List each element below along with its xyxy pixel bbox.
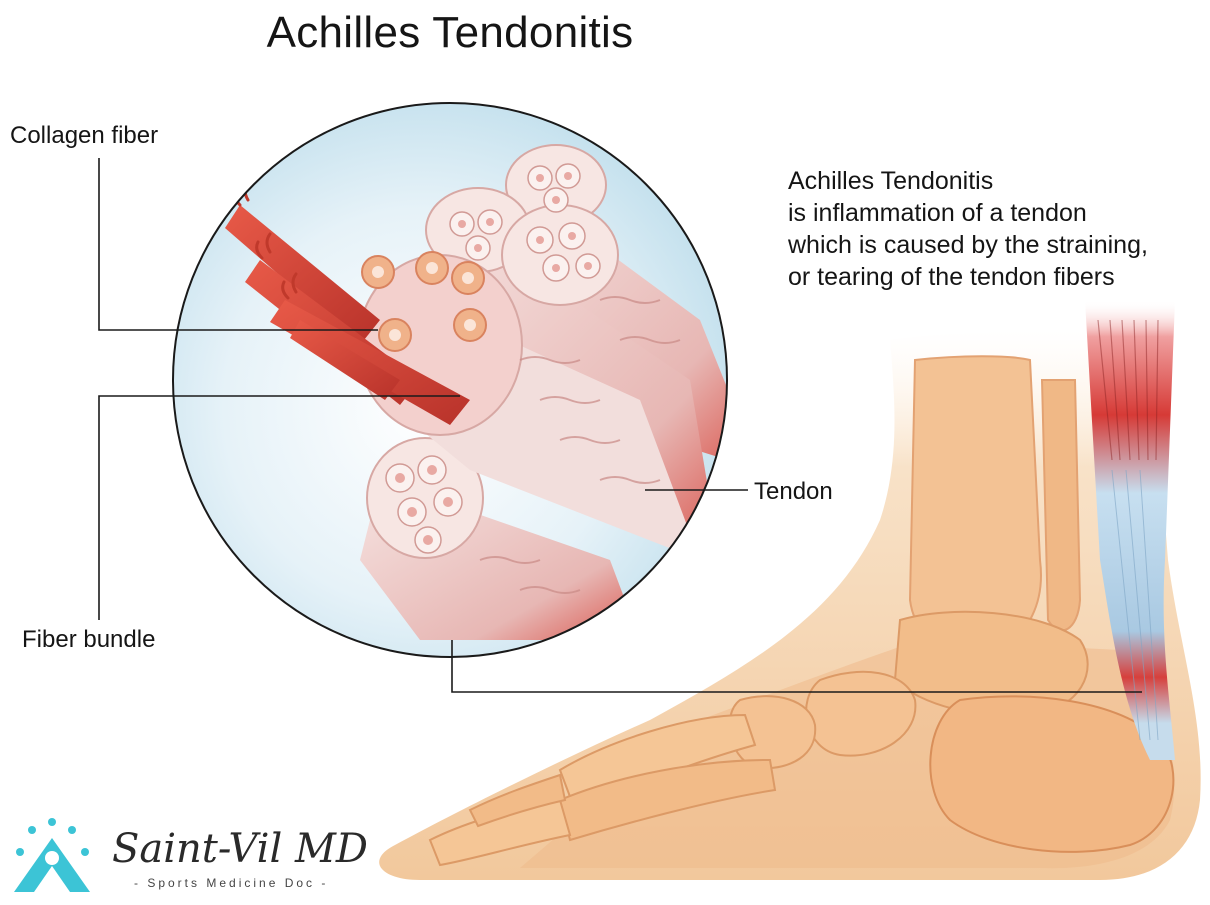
label-tendon: Tendon xyxy=(754,478,833,506)
logo-tagline: - Sports Medicine Doc - xyxy=(134,876,328,890)
label-fiber-bundle: Fiber bundle xyxy=(22,626,155,654)
page-title: Achilles Tendonitis xyxy=(0,8,900,58)
description-line: or tearing of the tendon fibers xyxy=(788,261,1208,293)
magnified-tendon-view xyxy=(173,103,760,657)
logo-mark xyxy=(14,818,90,892)
description-text: Achilles Tendonitis is inflammation of a… xyxy=(788,165,1208,293)
logo-name: Saint-Vil MD xyxy=(112,826,368,872)
description-line: is inflammation of a tendon xyxy=(788,197,1208,229)
description-line: Achilles Tendonitis xyxy=(788,165,1208,197)
description-line: which is caused by the straining, xyxy=(788,229,1208,261)
label-collagen-fiber: Collagen fiber xyxy=(10,122,158,150)
tibia-bone xyxy=(910,356,1041,651)
